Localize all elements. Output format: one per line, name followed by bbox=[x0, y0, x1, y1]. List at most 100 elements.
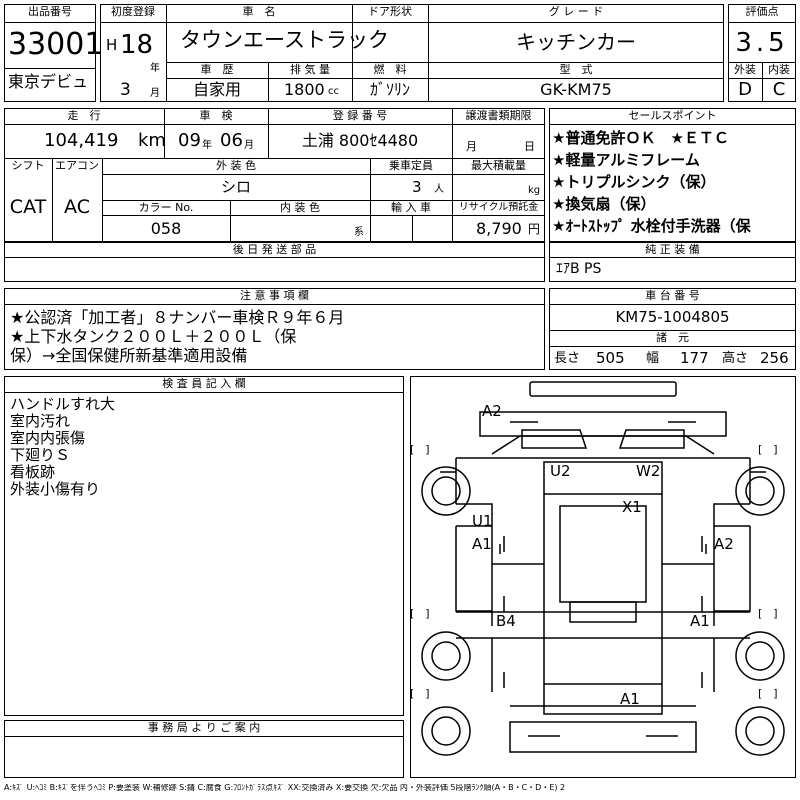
car-name-label: 車 名 bbox=[242, 5, 276, 18]
equipment-box bbox=[549, 242, 796, 282]
sales-label: セールスポイント bbox=[628, 109, 717, 122]
lot-number: 33001 bbox=[8, 27, 104, 62]
load-label: 最大積載量 bbox=[471, 159, 526, 172]
bracket-mark: [ ] bbox=[758, 443, 778, 456]
inspector-line: 室内内張傷 bbox=[10, 429, 86, 447]
mileage-value: 104,419 bbox=[44, 130, 119, 151]
office-box bbox=[4, 720, 404, 778]
color-value: シロ bbox=[220, 178, 251, 196]
mileage-unit: km bbox=[138, 130, 166, 151]
damage-mark: A1 bbox=[472, 535, 492, 553]
import-label: 輸 入 車 bbox=[391, 201, 431, 214]
inspector-line: 下廻りＳ bbox=[10, 446, 71, 464]
damage-mark: A2 bbox=[714, 535, 734, 553]
plate-label: 登 録 番 号 bbox=[332, 109, 388, 122]
interior-score: C bbox=[772, 79, 786, 100]
displacement-value: 1800 bbox=[284, 80, 325, 99]
damage-mark: U2 bbox=[550, 462, 571, 480]
inspector-line: 看板跡 bbox=[10, 463, 56, 481]
model-value: GK-KM75 bbox=[540, 80, 612, 99]
month-unit: 月 bbox=[150, 88, 160, 99]
interior-label: 内装 bbox=[768, 63, 790, 76]
model-label: 型 式 bbox=[559, 63, 593, 76]
fuel-value: ｶﾞｿﾘﾝ bbox=[369, 80, 410, 99]
shift-label: シフト bbox=[11, 159, 45, 172]
displacement-label: 排 気 量 bbox=[290, 63, 330, 76]
note-line: ★公認済「加工者」８ナンバー車検Ｒ９年６月 bbox=[10, 308, 345, 327]
era: H bbox=[106, 36, 118, 54]
inspector-line: ハンドルすれ大 bbox=[10, 395, 116, 413]
note-line: 保）→全国保健所新基準適用設備 bbox=[10, 346, 248, 365]
damage-mark: U1 bbox=[472, 512, 493, 530]
recycle-value: 8,790 bbox=[476, 219, 522, 238]
bracket-mark: [ ] bbox=[758, 607, 778, 620]
damage-mark: B4 bbox=[496, 612, 516, 630]
first-reg-label: 初度登録 bbox=[111, 5, 155, 18]
height-label: 高さ bbox=[722, 351, 749, 366]
later-parts-label: 後 日 発 送 部 品 bbox=[232, 243, 317, 256]
legend: A:ｷｽﾞ U:ﾍｺﾐ B:ｷｽﾞを伴うﾍｺﾐ P:要塗装 W:補修跡 S:錆 … bbox=[4, 784, 566, 792]
transfer-day-unit: 日 bbox=[524, 140, 535, 153]
width-value: 177 bbox=[680, 349, 709, 367]
grade-value: キッチンカー bbox=[516, 30, 636, 54]
inspection-month-unit: 月 bbox=[244, 140, 254, 151]
capacity-value: 3 bbox=[412, 178, 422, 196]
damage-mark: A1 bbox=[690, 612, 710, 630]
note-line: ★上下水タンク２００Ｌ＋２００Ｌ（保 bbox=[10, 327, 297, 346]
dims-label: 諸 元 bbox=[656, 331, 689, 344]
bracket-mark: [ ] bbox=[410, 607, 430, 620]
color-label: 外 装 色 bbox=[216, 159, 256, 172]
ac-value: AC bbox=[64, 196, 90, 218]
notes-label: 注 意 事 項 欄 bbox=[240, 289, 309, 302]
history-label: 車 歴 bbox=[200, 63, 234, 76]
equipment-value: ｴｱB PS bbox=[556, 261, 602, 277]
recycle-unit: 円 bbox=[528, 222, 541, 236]
score-label: 評価点 bbox=[745, 5, 779, 18]
damage-mark: X1 bbox=[622, 498, 642, 516]
inspection-year-unit: 年 bbox=[202, 140, 212, 151]
recycle-label: リサイクル預託金 bbox=[458, 202, 539, 213]
office-label: 事 務 局 よ り ご 案 内 bbox=[147, 721, 261, 734]
shift-value: CAT bbox=[9, 196, 47, 218]
width-label: 幅 bbox=[646, 351, 660, 366]
vehicle-details-box bbox=[4, 108, 545, 242]
sales-point: ★普通免許ＯＫ ★ＥＴＣ bbox=[552, 129, 729, 147]
sales-point: ★軽量アルミフレーム bbox=[552, 151, 700, 169]
color-no-value: 058 bbox=[150, 219, 182, 238]
year-unit: 年 bbox=[150, 63, 160, 74]
length-label: 長さ bbox=[554, 351, 581, 366]
sales-point: ★ｵｰﾄｽﾄｯﾌﾟ 水栓付手洗器（保 bbox=[552, 217, 751, 235]
chassis-value: KM75-1004805 bbox=[615, 308, 730, 326]
inspection-month: 06 bbox=[220, 130, 243, 151]
sales-point: ★換気扇（保） bbox=[552, 195, 656, 213]
damage-mark: A1 bbox=[620, 690, 640, 708]
debut-label: 東京デビュ bbox=[8, 72, 89, 91]
car-diagram-box bbox=[410, 376, 796, 778]
history-value: 自家用 bbox=[192, 80, 241, 99]
interior-color-label: 内 装 色 bbox=[280, 201, 320, 214]
reg-year: 18 bbox=[120, 30, 154, 60]
equipment-label: 純 正 装 備 bbox=[645, 243, 700, 256]
color-no-label: カラー No. bbox=[138, 201, 194, 214]
chassis-box bbox=[549, 288, 796, 370]
capacity-label: 乗車定員 bbox=[389, 159, 433, 172]
sales-points-list: ★普通免許ＯＫ ★ＥＴＣ ★軽量アルミフレーム ★トリプルシンク（保） ★換気扇… bbox=[552, 127, 794, 237]
sales-points-box bbox=[549, 108, 796, 242]
transfer-label: 譲渡書類期限 bbox=[465, 109, 532, 122]
inspector-line: 外装小傷有り bbox=[10, 480, 101, 498]
inspection-year: 09 bbox=[178, 130, 201, 151]
transfer-month-unit: 月 bbox=[466, 140, 477, 153]
ac-label: エアコン bbox=[55, 159, 99, 172]
inspector-line: 室内汚れ bbox=[10, 412, 71, 430]
chassis-label: 車 台 番 号 bbox=[645, 289, 700, 302]
mileage-label: 走 行 bbox=[67, 109, 101, 122]
plate-value: 土浦 800ｾ4480 bbox=[301, 131, 419, 150]
bracket-mark: [ ] bbox=[410, 443, 430, 456]
lot-label: 出品番号 bbox=[28, 5, 72, 18]
bracket-mark: [ ] bbox=[758, 687, 778, 700]
height-value: 256 bbox=[760, 349, 789, 367]
inspection-label: 車 検 bbox=[199, 109, 233, 122]
car-name: タウンエーストラック bbox=[180, 28, 389, 52]
damage-mark: A2 bbox=[482, 402, 502, 420]
displacement-unit: cc bbox=[328, 86, 339, 97]
